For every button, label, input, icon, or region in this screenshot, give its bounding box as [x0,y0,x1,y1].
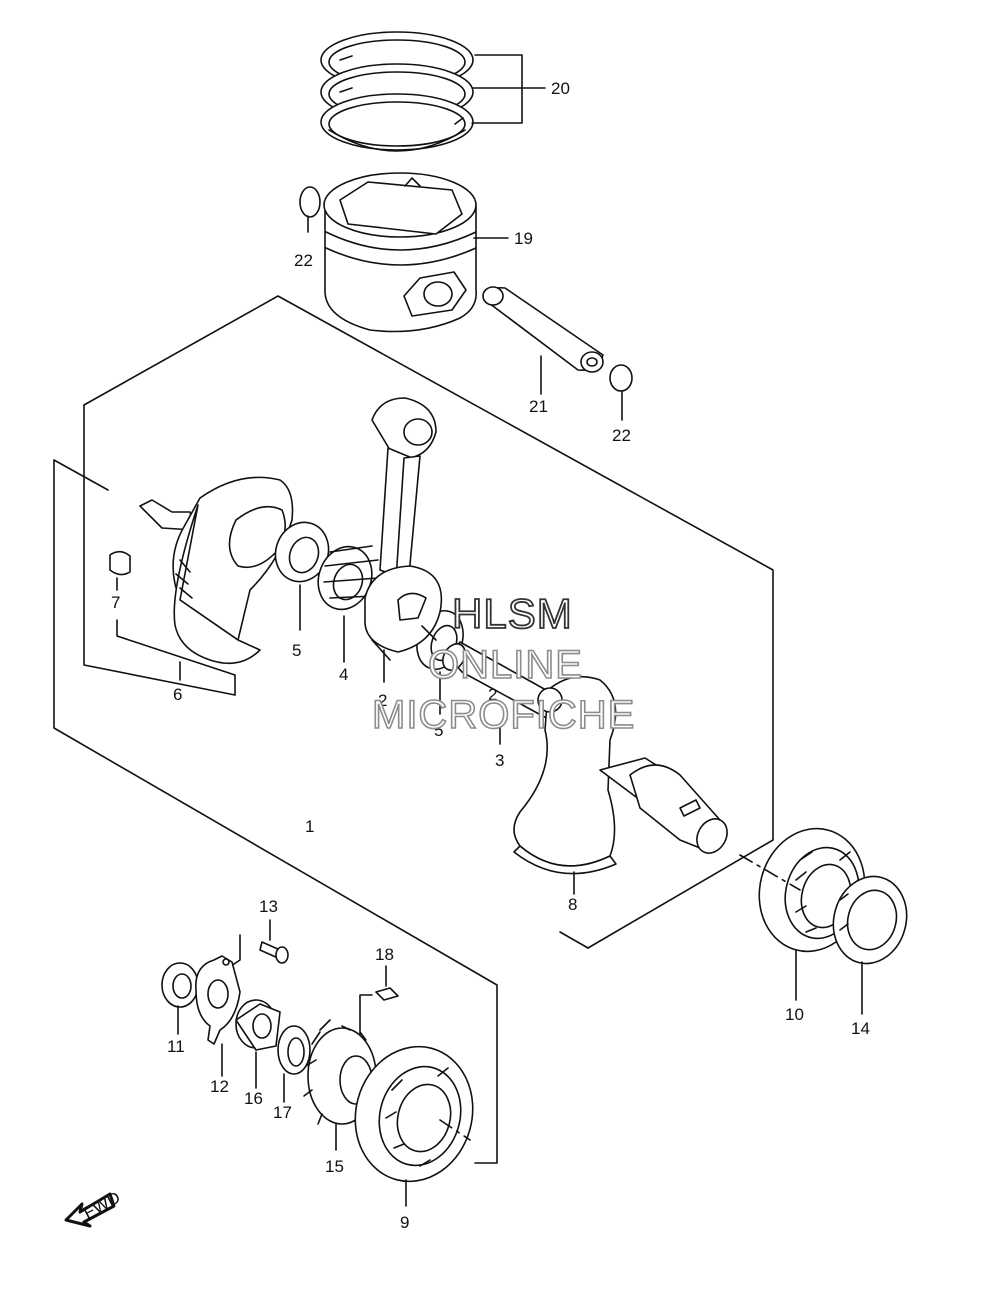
part-label-21[interactable]: 21 [529,397,548,416]
part-label-3[interactable]: 3 [495,751,504,770]
crankshaft-left-half[interactable] [139,476,294,665]
watermark: HLSM ONLINE MICROFICHE [371,589,635,738]
main-bearing-left[interactable] [340,1033,487,1194]
crank-nut[interactable] [161,962,199,1008]
part-label-20[interactable]: 20 [551,79,570,98]
piston[interactable] [323,172,477,333]
part-label-10[interactable]: 10 [785,1005,804,1024]
forward-label: FWD [80,1188,123,1223]
piston-pin-clip-right[interactable] [609,364,633,392]
part-label-16[interactable]: 16 [244,1089,263,1108]
part-label-13[interactable]: 13 [259,897,278,916]
part-label-19[interactable]: 19 [514,229,533,248]
part-label-11[interactable]: 11 [167,1037,185,1056]
forward-direction-arrow: FWD [64,1188,123,1228]
part-label-5a[interactable]: 5 [292,641,301,660]
part-label-2b[interactable]: 2 [488,685,497,704]
part-number-labels: 20 19 22 21 22 7 5 4 6 2 2 5 3 1 8 13 18… [111,79,870,1232]
crankshaft-assembly-frame [53,295,774,1164]
part-label-18[interactable]: 18 [375,945,394,964]
alignment-line-right [739,854,801,891]
watermark-line-1: HLSM [452,590,573,637]
oil-seal[interactable] [824,868,916,972]
woodruff-key[interactable] [109,550,131,576]
alignment-line-left [439,1119,471,1141]
bolt[interactable] [259,941,289,964]
watermark-line-3: MICROFICHE [372,693,635,737]
part-label-12[interactable]: 12 [210,1077,229,1096]
part-label-14[interactable]: 14 [851,1019,870,1038]
washer[interactable] [277,1025,311,1075]
connecting-rod[interactable] [364,397,443,661]
leader-20 [471,54,546,124]
leader-6 [116,619,236,696]
gear-key[interactable] [375,987,399,1001]
piston-pin-clip-left[interactable] [299,186,321,218]
part-label-2[interactable]: 2 [378,691,387,710]
piston-ring-set[interactable] [320,31,474,152]
spacer[interactable] [235,999,281,1051]
part-label-22a[interactable]: 22 [294,251,313,270]
part-label-9[interactable]: 9 [400,1213,409,1232]
crankshaft-right-half[interactable] [513,675,733,875]
part-label-7[interactable]: 7 [111,593,120,612]
piston-pin[interactable] [482,286,604,373]
part-label-17[interactable]: 17 [273,1103,292,1122]
part-label-1[interactable]: 1 [305,817,314,836]
lock-plate[interactable] [195,955,241,1045]
part-label-6[interactable]: 6 [173,685,182,704]
part-label-15[interactable]: 15 [325,1157,344,1176]
part-label-4[interactable]: 4 [339,665,348,684]
part-label-5b[interactable]: 5 [434,721,443,740]
part-label-22b[interactable]: 22 [612,426,631,445]
part-label-8[interactable]: 8 [568,895,577,914]
watermark-line-2: ONLINE [428,643,583,687]
